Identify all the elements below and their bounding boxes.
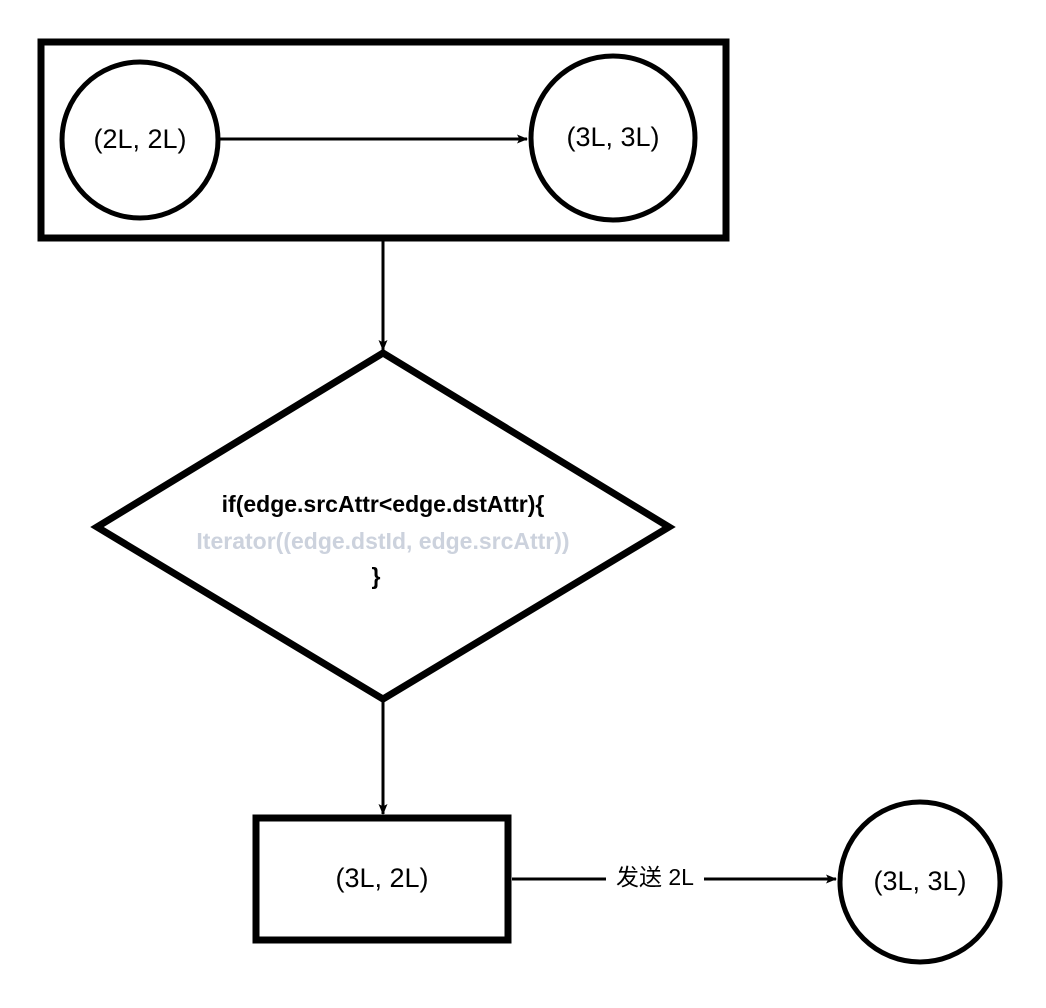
edge-result-to-target-label: 发送 2L [616, 864, 694, 890]
decision-code-line-2: Iterator((edge.dstId, edge.srcAttr)) [196, 528, 569, 554]
node-result-tuple[interactable] [252, 814, 512, 944]
node-src-vertex-label: (2L, 2L) [93, 124, 186, 154]
node-target-vertex-label: (3L, 3L) [873, 866, 966, 896]
node-dst-vertex[interactable] [528, 53, 698, 223]
node-target-vertex[interactable] [837, 799, 1003, 965]
node-result-tuple-label: (3L, 2L) [335, 863, 428, 893]
decision-code-line-3: } [372, 563, 381, 589]
decision-code-line-1: if(edge.srcAttr<edge.dstAttr){ [222, 491, 545, 517]
node-dst-vertex-label: (3L, 3L) [566, 122, 659, 152]
decision-sendmsg-condition[interactable] [90, 348, 676, 704]
node-src-vertex[interactable] [59, 59, 221, 221]
